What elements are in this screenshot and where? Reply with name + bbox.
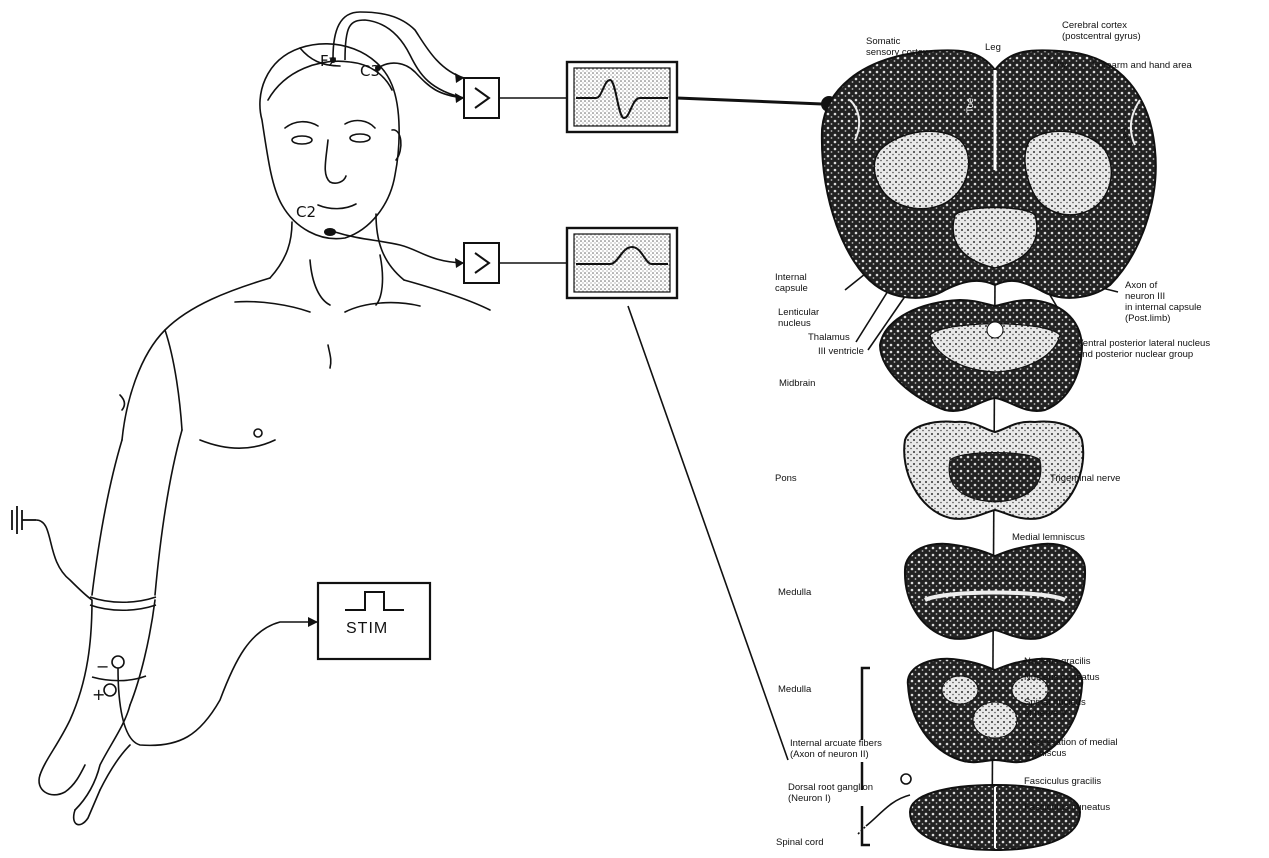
label-medial-lemniscus: Medial lemniscus: [1012, 532, 1085, 543]
label-leg: Leg: [985, 42, 1001, 53]
oscilloscope-icon: [567, 228, 677, 298]
label-forearm-hand: Forearm and hand area: [1092, 60, 1192, 71]
spinal-cord-section: [910, 785, 1080, 850]
label-nucleus-cuneatus: Nucleus cuneatus: [1024, 672, 1100, 683]
label-internal-capsule: Internal capsule: [775, 272, 808, 294]
label-axon-neuron-iii: Axon of neuron III in internal capsule (…: [1125, 280, 1202, 324]
stimulator-label: STIM: [346, 620, 388, 638]
label-iii-ventricle: III ventricle: [818, 346, 864, 357]
electrode-c2-label: C2: [296, 203, 316, 221]
upper-medulla-section: [905, 544, 1085, 639]
label-fasciculus-gracilis: Fasciculus gracilis: [1024, 776, 1101, 787]
midbrain-section: [880, 300, 1082, 411]
human-figure: [39, 44, 490, 825]
label-spinal-nucleus-v: Spinal nucleus of nerve V: [1024, 697, 1086, 719]
pons-section: [904, 422, 1083, 519]
label-medulla-upper: Medulla: [778, 587, 811, 598]
label-toe: Toe: [965, 98, 976, 113]
brain-section: [821, 50, 1156, 297]
amplifier-icon: [464, 243, 499, 283]
label-lenticular-nucleus: Lenticular nucleus: [778, 307, 819, 329]
svg-text:−: −: [96, 657, 109, 676]
svg-text:+: +: [92, 685, 105, 704]
electrode-fz-label: Fz: [320, 52, 337, 70]
label-midbrain: Midbrain: [779, 378, 815, 389]
amplifier-icon: [464, 78, 499, 118]
label-spinal-cord: Spinal cord: [776, 837, 824, 848]
arm-band: [90, 597, 156, 610]
label-pons: Pons: [775, 473, 797, 484]
label-decussation: Decussation of medial lemniscus: [1024, 737, 1117, 759]
label-dorsal-root-ganglion: Dorsal root ganglion (Neuron I): [788, 782, 873, 804]
ground-icon: [12, 506, 36, 534]
label-vpl-nucleus: Ventral posterior lateral nucleus and po…: [1077, 338, 1210, 360]
electrode-c3-label: C3: [360, 62, 380, 80]
label-fasciculus-cuneatus: Fasciculus cuneatus: [1024, 802, 1110, 813]
oscilloscope-icon: [567, 62, 677, 132]
label-nucleus-gracilis: Nucleus gracilis: [1024, 656, 1091, 667]
label-cerebral-cortex: Cerebral cortex (postcentral gyrus): [1062, 20, 1141, 42]
label-somatic-cortex: Somatic sensory cortex: [866, 36, 928, 58]
label-trigeminal-nerve: Trigeminal nerve: [1050, 473, 1120, 484]
label-internal-arcuate: Internal arcuate fibers (Axon of neuron …: [790, 738, 882, 760]
label-thalamus: Thalamus: [808, 332, 850, 343]
label-medulla-lower: Medulla: [778, 684, 811, 695]
amplifier-arrows: [308, 73, 464, 627]
